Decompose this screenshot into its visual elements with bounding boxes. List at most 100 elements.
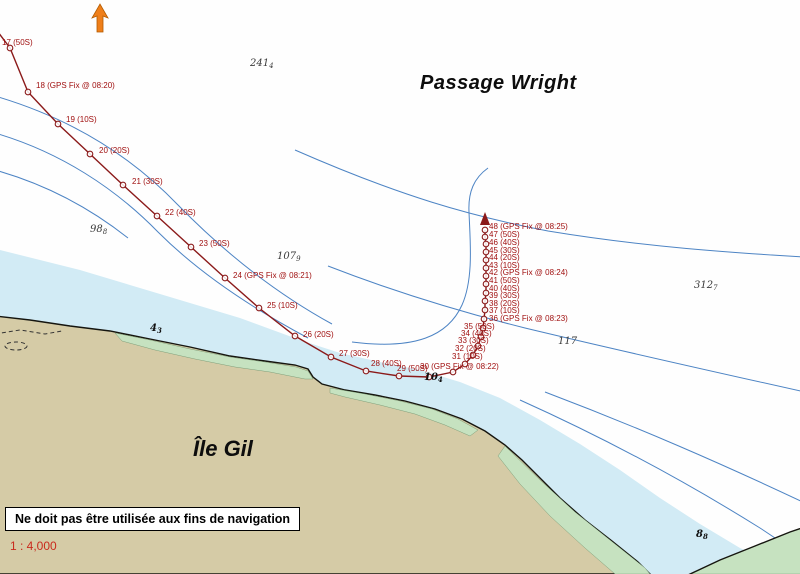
- gps-track: [0, 33, 490, 381]
- waypoint-label: 30 (GPS Fix @ 08:22): [420, 362, 499, 371]
- waypoint-marker: [119, 181, 127, 189]
- waypoint-marker: [362, 367, 370, 375]
- waypoint-marker: [425, 373, 433, 381]
- waypoint-label: 20 (20S): [99, 146, 130, 155]
- waypoint-label: 23 (50S): [199, 239, 230, 248]
- depth-decimal: 7: [713, 284, 718, 292]
- waypoint-label: 47 (50S): [489, 230, 520, 239]
- depth-sounding: 3127: [694, 280, 718, 294]
- waypoint-label: 33 (30S): [458, 336, 489, 345]
- waypoint-label: 32 (20S): [455, 344, 486, 353]
- waypoint-label: 38 (20S): [489, 299, 520, 308]
- waypoint-marker: [24, 88, 32, 96]
- depth-sounding: 104: [424, 372, 443, 385]
- depth-value: 312: [694, 280, 714, 291]
- waypoint-marker: [481, 297, 489, 305]
- depth-decimal: 4: [269, 62, 274, 70]
- waypoint-marker: [481, 306, 489, 314]
- contour-line: [544, 391, 800, 502]
- waypoint-label: 39 (30S): [489, 291, 520, 300]
- waypoint-marker: [187, 243, 195, 251]
- waypoint-marker: [482, 240, 490, 248]
- depth-value: 98: [90, 224, 103, 235]
- disclaimer-box: Ne doit pas être utilisée aux fins de na…: [5, 507, 301, 531]
- depth-value: 107: [277, 251, 297, 262]
- waypoint-label: 28 (40S): [371, 359, 402, 368]
- depth-decimal: 8: [702, 532, 708, 541]
- depth-sounding: 43: [150, 323, 162, 336]
- waypoint-label: 26 (20S): [303, 330, 334, 339]
- waypoint-marker: [482, 248, 490, 256]
- waypoint-label: 27 (30S): [339, 349, 370, 358]
- depth-decimal: 3: [156, 326, 162, 335]
- waypoint-label: 42 (GPS Fix @ 08:24): [489, 268, 568, 277]
- waypoint-label: 48 (GPS Fix @ 08:25): [489, 222, 568, 231]
- depth-sounding: 2414: [250, 58, 274, 72]
- drying-line: [0, 329, 63, 335]
- depth-value: 241: [250, 58, 270, 69]
- waypoint-marker: [327, 353, 335, 361]
- waypoint-marker: [482, 272, 490, 280]
- waypoint-marker: [86, 150, 94, 158]
- depth-value: 10: [424, 372, 438, 383]
- waypoint-marker: [469, 351, 477, 359]
- north-arrow-icon: [91, 3, 109, 33]
- depth-sounding: 1079: [277, 251, 301, 265]
- waypoint-marker: [54, 120, 62, 128]
- contour-line: [0, 97, 333, 325]
- waypoint-marker: [482, 289, 490, 297]
- depth-value: 4: [150, 323, 157, 334]
- waypoint-label: 36 (GPS Fix @ 08:23): [489, 314, 568, 323]
- depth-value: 117: [558, 336, 578, 347]
- waypoint-label: 22 (40S): [165, 208, 196, 217]
- waypoint-marker: [461, 360, 469, 368]
- waypoint-label: 40 (40S): [489, 284, 520, 293]
- waypoint-label: 17 (50S): [2, 38, 33, 47]
- waypoint-marker: [474, 342, 482, 350]
- waypoint-marker: [153, 212, 161, 220]
- contour-line: [351, 167, 489, 345]
- foreshore-patch: [497, 445, 651, 574]
- waypoint-label: 25 (10S): [267, 301, 298, 310]
- depth-sounding: 88: [696, 529, 708, 542]
- waypoint-label: 18 (GPS Fix @ 08:20): [36, 81, 115, 90]
- waypoint-label: 41 (50S): [489, 276, 520, 285]
- waypoint-label: 35 (50S): [464, 322, 495, 331]
- depth-decimal: 4: [437, 375, 443, 384]
- waypoint-marker: [255, 304, 263, 312]
- waypoint-marker: [6, 44, 14, 52]
- island-label: Île Gil: [193, 436, 253, 461]
- depth-decimal: 8: [102, 228, 108, 236]
- waypoint-label: 45 (30S): [489, 246, 520, 255]
- depth-decimal: 9: [296, 255, 301, 263]
- water-body-label: Passage Wright: [420, 72, 577, 94]
- waypoint-marker: [449, 368, 457, 376]
- waypoint-marker: [481, 233, 489, 241]
- depth-sounding: 117: [558, 336, 577, 350]
- foreshore-patch: [114, 332, 314, 380]
- contour-line: [0, 170, 129, 239]
- waypoint-label: 24 (GPS Fix @ 08:21): [233, 271, 312, 280]
- contour-line: [294, 149, 800, 258]
- depth-value: 8: [696, 529, 703, 540]
- foreshore-patch: [329, 387, 479, 437]
- depth-sounding: 988: [90, 224, 107, 238]
- waypoint-marker: [477, 333, 485, 341]
- track-arrowhead-icon: [480, 212, 490, 225]
- contour-line: [0, 134, 309, 339]
- waypoint-label: 34 (40S): [461, 329, 492, 338]
- waypoint-label: 43 (10S): [489, 261, 520, 270]
- waypoint-marker: [482, 264, 490, 272]
- waypoint-label: 29 (50S): [397, 364, 428, 373]
- waypoint-marker: [482, 256, 490, 264]
- waypoint-marker: [481, 226, 489, 234]
- waypoint-label: 37 (10S): [489, 306, 520, 315]
- waypoint-marker: [395, 372, 403, 380]
- contour-line: [327, 265, 800, 392]
- waypoint-marker: [221, 274, 229, 282]
- waypoint-marker: [479, 324, 487, 332]
- corner-coastline: [688, 527, 800, 574]
- waypoint-marker: [480, 315, 488, 323]
